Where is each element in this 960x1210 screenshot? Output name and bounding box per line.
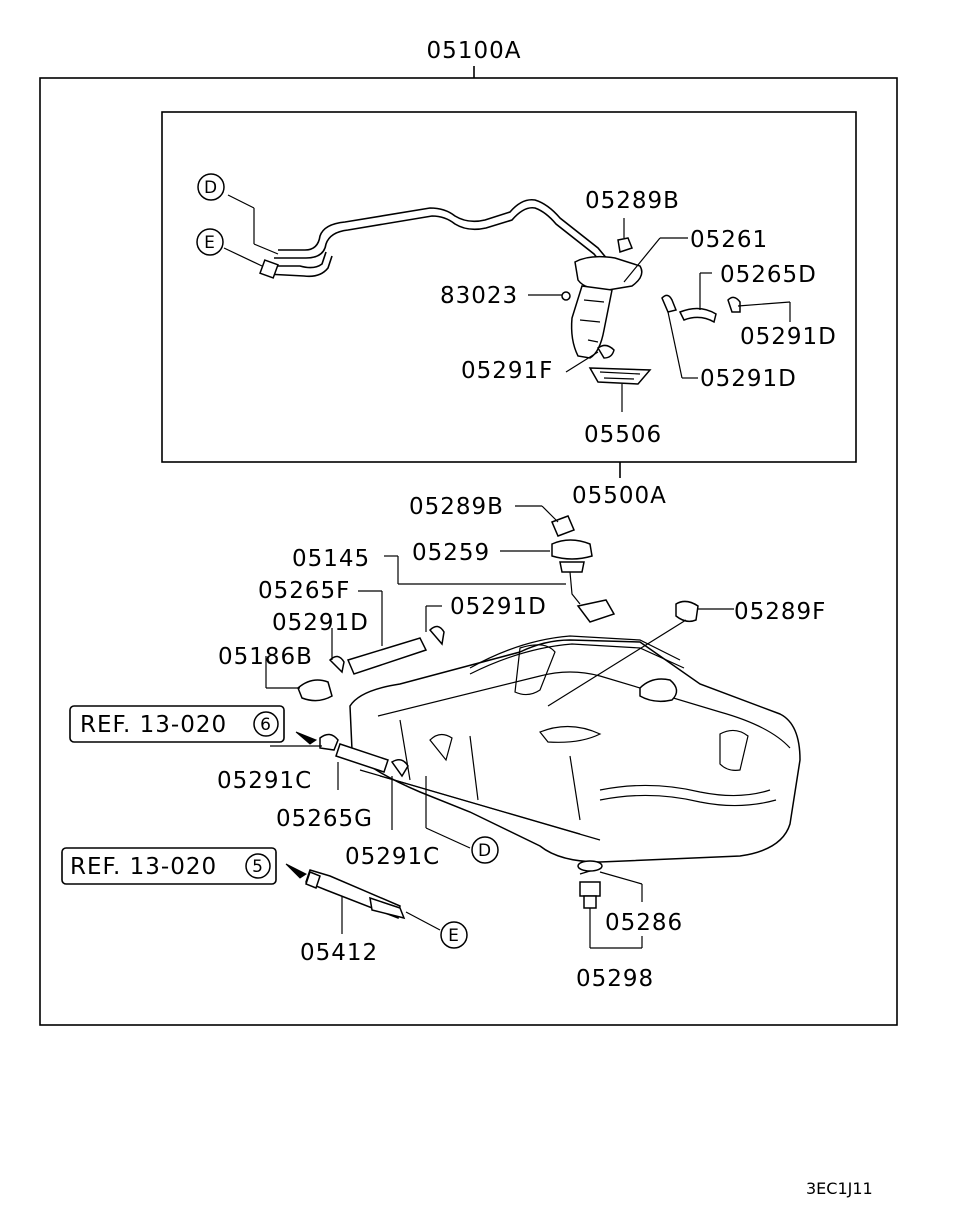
outer-assembly-label: 05100A — [427, 38, 522, 64]
marker-e-lower: E — [448, 926, 460, 946]
inner-assembly-frame — [161, 111, 857, 463]
label-sender-filter: 05506 — [584, 422, 662, 448]
label-hose-g: 05265G — [276, 806, 373, 832]
marker-d-lower: D — [478, 841, 492, 861]
marker-e-circle — [196, 228, 224, 256]
label-valve: 05186B — [218, 644, 313, 670]
fuel-lines-drawing — [259, 198, 609, 279]
pipe-drawing — [305, 869, 406, 920]
inner-leaders — [223, 194, 791, 412]
label-hose-f: 05265F — [258, 578, 350, 604]
label-sender-clamp-f: 05291F — [461, 358, 553, 384]
label-drain-plug: 05298 — [576, 966, 654, 992]
label-gauge-group: 05145 — [292, 546, 370, 572]
ref5-arrow — [285, 863, 307, 879]
label-pump-nut: 05289B — [585, 188, 680, 214]
label-clamp-d1: 05291D — [450, 594, 547, 620]
hoses-and-valve-drawing — [297, 625, 445, 778]
marker-d-circle — [197, 173, 225, 201]
label-sender-screw: 83023 — [440, 283, 518, 309]
label-pipe: 05412 — [300, 940, 378, 966]
fuel-tank-drawing — [349, 635, 801, 875]
ref6-number: 6 — [260, 715, 272, 735]
label-return-hose: 05265D — [720, 262, 817, 288]
ref6-arrow — [295, 731, 318, 745]
label-clamp-c2: 05291C — [345, 844, 440, 870]
label-gauge-unit: 05259 — [412, 540, 490, 566]
ref6-text[interactable]: REF. 13-020 — [80, 712, 227, 738]
fuel-pump-assembly — [561, 237, 652, 385]
drawing-code: 3EC1J11 — [806, 1179, 873, 1198]
marker-d-lower-circle — [471, 836, 499, 864]
marker-e-lower-circle — [440, 921, 468, 949]
outer-assembly-frame — [39, 77, 898, 1026]
marker-e: E — [204, 233, 216, 253]
label-sender-clamp-b: 05291D — [700, 366, 797, 392]
lower-leaders — [265, 505, 734, 949]
ref6-box — [69, 705, 285, 743]
label-clamp-c1: 05291C — [217, 768, 312, 794]
ref5-box — [61, 847, 277, 885]
drain-plug-drawing — [577, 860, 603, 909]
ref5-number: 5 — [252, 857, 264, 877]
label-sender-clamp-a: 05291D — [740, 324, 837, 350]
label-clamp-d2: 05291D — [272, 610, 369, 636]
return-hose-drawing — [661, 294, 741, 324]
label-pump-unit: 05261 — [690, 227, 768, 253]
label-gasket: 05286 — [605, 910, 683, 936]
label-gauge-nut: 05289B — [409, 494, 504, 520]
inner-assembly-label: 05500A — [572, 483, 667, 509]
label-filler-nut: 05289F — [734, 599, 826, 625]
gauge-unit-drawing — [551, 515, 699, 623]
marker-d: D — [204, 178, 218, 198]
ref5-text[interactable]: REF. 13-020 — [70, 854, 217, 880]
